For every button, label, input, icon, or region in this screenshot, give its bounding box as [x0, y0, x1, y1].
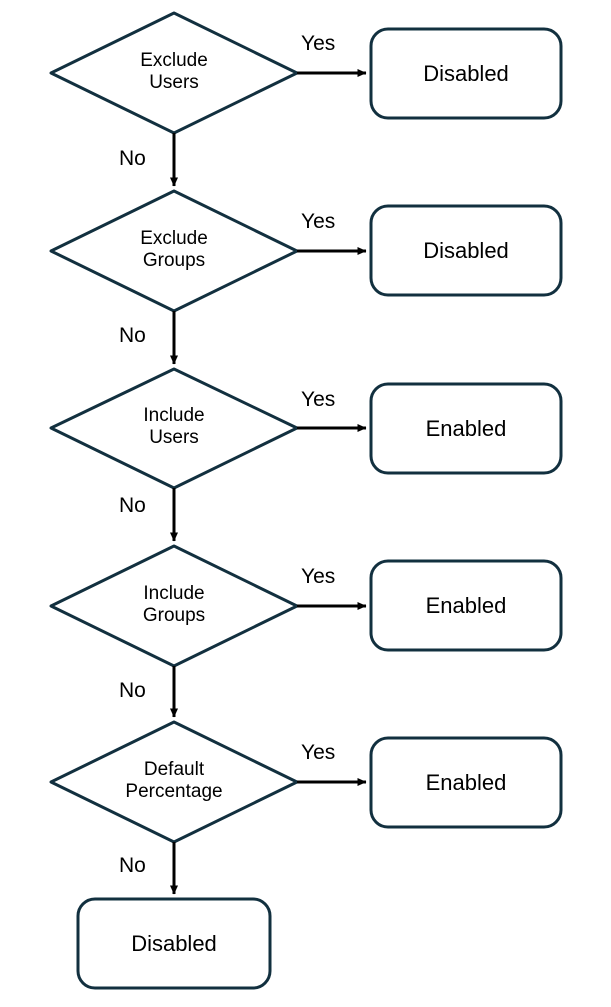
edge-label-yes-5: Yes: [301, 741, 336, 764]
edge-label-yes-1: Yes: [301, 32, 336, 55]
edge-label-yes-2: Yes: [301, 210, 336, 233]
edge-label-yes-4: Yes: [301, 565, 336, 588]
edge-label-no-2: No: [119, 324, 146, 347]
decision-node-exclude-users[interactable]: [49, 11, 299, 135]
decision-node-exclude-groups[interactable]: [49, 189, 299, 313]
edge-label-no-5: No: [119, 854, 146, 877]
terminal-node-outcome-3[interactable]: [369, 382, 563, 475]
decision-node-include-users[interactable]: [49, 367, 299, 490]
edge-label-yes-3: Yes: [301, 388, 336, 411]
decision-node-default-percentage[interactable]: [49, 720, 299, 844]
edge-label-no-3: No: [119, 494, 146, 517]
decision-node-include-groups[interactable]: [49, 544, 299, 668]
terminal-node-outcome-2[interactable]: [369, 204, 563, 297]
terminal-node-outcome-4[interactable]: [369, 559, 563, 652]
edge-label-no-1: No: [119, 147, 146, 170]
terminal-node-outcome-6[interactable]: [76, 897, 272, 990]
edge-label-no-4: No: [119, 679, 146, 702]
terminal-node-outcome-5[interactable]: [369, 736, 563, 829]
terminal-node-outcome-1[interactable]: [369, 27, 563, 120]
